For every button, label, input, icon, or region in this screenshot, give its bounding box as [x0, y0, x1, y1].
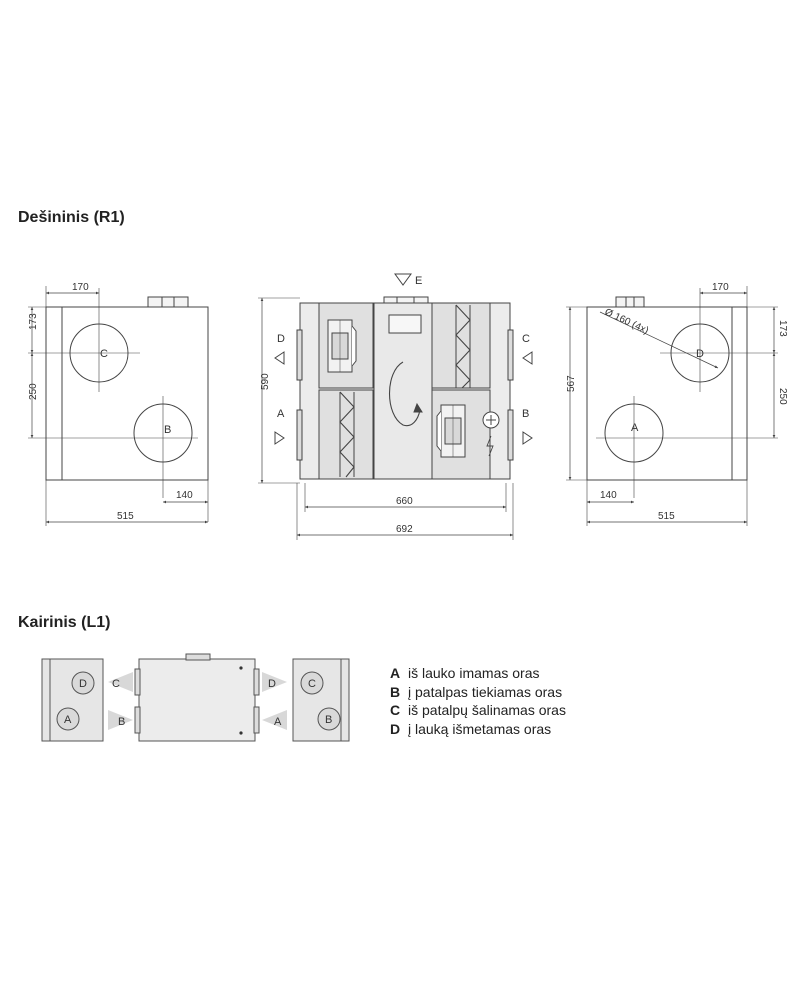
dim-590: 590: [260, 373, 271, 390]
l1-diagram-labels: D A C B D A C B: [64, 678, 332, 728]
legend-text-a: iš lauko imamas oras: [408, 665, 540, 681]
dim-140-right: 140: [600, 490, 617, 501]
left-side-view: [28, 286, 209, 526]
section-title-left: Kairinis (L1): [18, 614, 111, 631]
dim-173-left: 173: [28, 313, 39, 330]
dim-515-left: 515: [117, 511, 134, 522]
l1-port-a: A: [64, 714, 72, 726]
unit-body-right: [586, 306, 748, 481]
dim-692: 692: [396, 524, 413, 535]
port-a-arrow-icon: [274, 431, 285, 445]
dim-660: 660: [396, 496, 413, 507]
port-a-label: A: [631, 422, 639, 434]
left-side-view-labels: 170 173 250 140 515 C B: [28, 282, 193, 522]
l1-port-d: D: [79, 678, 87, 690]
dim-567: 567: [566, 375, 577, 392]
l1-port-c: C: [308, 678, 316, 690]
port-d-arrow-icon: [274, 351, 285, 365]
exhaust-triangle-icon: [394, 273, 412, 286]
dim-250-left: 250: [28, 383, 39, 400]
dim-170-left: 170: [72, 282, 89, 293]
top-spigot: [147, 296, 189, 309]
l1-arrow-d-label: D: [268, 678, 276, 690]
front-port-d-label: D: [277, 333, 285, 345]
dim-250-right: 250: [777, 388, 788, 405]
l1-arrow-a-icon: [262, 710, 287, 730]
lightning-icon: [486, 435, 494, 457]
legend-text-b: į patalpas tiekiamas oras: [408, 683, 563, 700]
dim-140-left: 140: [176, 490, 193, 501]
front-port-b-label: B: [522, 408, 529, 420]
port-b-arrow-icon: [522, 431, 533, 445]
legend-key-c: C: [390, 702, 401, 718]
unit-body: [45, 306, 209, 481]
dim-170-right: 170: [712, 282, 729, 293]
dim-173-right: 173: [777, 320, 788, 337]
front-port-c-label: C: [522, 333, 530, 345]
l1-right-panel: [292, 658, 350, 742]
legend-text-c: iš patalpų šalinamas oras: [408, 702, 566, 718]
section-title-right: Dešininis (R1): [18, 209, 125, 226]
control-display: [388, 314, 422, 334]
l1-arrow-c-label: C: [112, 678, 120, 690]
fan-lower-icon: [436, 404, 466, 458]
front-port-a-label: A: [277, 408, 285, 420]
port-b-label: B: [164, 424, 171, 436]
front-view-labels: E D A C B 590 660 692: [260, 275, 530, 535]
dim-515-right: 515: [658, 511, 675, 522]
legend-key-d: D: [390, 720, 401, 737]
legend-key-b: B: [390, 683, 401, 700]
l1-arrow-c-icon: [108, 672, 133, 692]
rotor-arrow-icon: [388, 361, 421, 427]
l1-arrow-d-icon: [262, 672, 287, 692]
legend-key-a: A: [390, 665, 401, 681]
l1-port-b: B: [325, 714, 332, 726]
port-e-label: E: [415, 275, 422, 287]
port-d-label: D: [696, 348, 704, 360]
l1-diagram: [41, 653, 350, 742]
l1-arrow-a-label: A: [274, 716, 282, 728]
front-view: [258, 273, 533, 540]
port-c-label: C: [100, 348, 108, 360]
l1-center-body: [138, 658, 256, 742]
legend-text-d: į lauką išmetamas oras: [408, 720, 552, 737]
fan-upper-icon: [327, 319, 357, 373]
l1-arrow-b-icon: [108, 710, 133, 730]
port-c-arrow-icon: [522, 351, 533, 365]
l1-arrow-b-label: B: [118, 716, 125, 728]
right-side-view: [566, 286, 778, 526]
